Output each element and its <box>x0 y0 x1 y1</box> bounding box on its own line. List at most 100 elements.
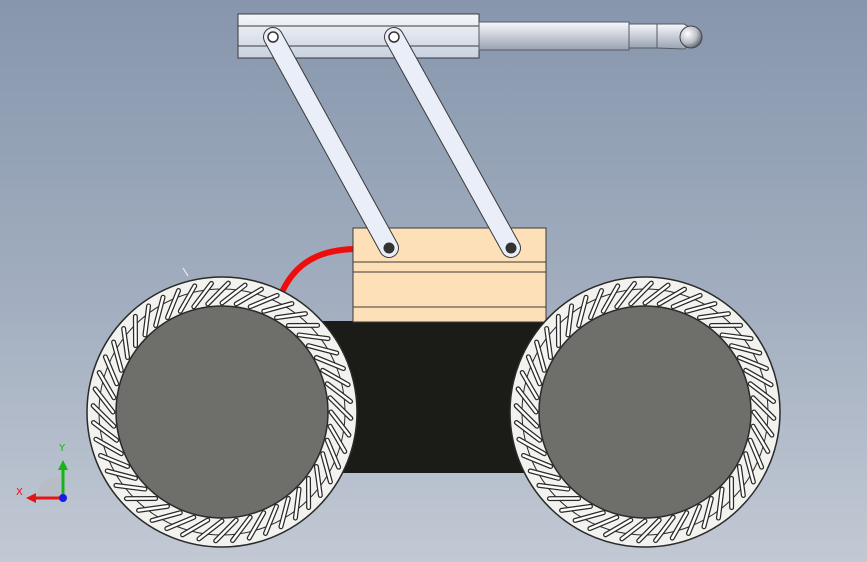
tread-slot-highlight <box>620 519 647 541</box>
triad-x-label: X <box>16 487 23 498</box>
tread-slot-highlight <box>264 505 278 535</box>
tread-slot-highlight <box>588 516 619 530</box>
red-cable[interactable] <box>279 246 357 295</box>
tread-slot-highlight <box>166 289 180 319</box>
tread-slot-highlight <box>104 355 118 386</box>
tread-slot-highlight <box>717 487 724 520</box>
tread-slot-highlight <box>751 424 770 453</box>
tread-slot-highlight <box>573 511 605 522</box>
tread-slot-highlight <box>602 284 620 313</box>
wheel-left[interactable] <box>86 276 358 548</box>
origin-marker <box>182 267 189 277</box>
tread-slot-highlight <box>527 355 541 386</box>
tread-slot-highlight <box>328 424 347 453</box>
tread-slot-highlight <box>137 505 169 512</box>
tread-slot-highlight <box>671 294 702 308</box>
tread-slot-highlight <box>720 333 753 340</box>
tread-slot-highlight <box>112 340 123 372</box>
tread-slot-highlight <box>214 518 238 543</box>
tread-slot-highlight <box>179 284 197 313</box>
tread-slot-highlight <box>657 287 686 306</box>
tread-slot-highlight <box>685 302 717 313</box>
tread-slot-highlight <box>514 404 539 428</box>
tread-slot-highlight <box>248 294 279 308</box>
tread-slot-highlight <box>326 382 352 403</box>
tread-slot-highlight <box>702 497 713 528</box>
tread-slot-highlight <box>154 296 165 327</box>
tread-slot-highlight <box>329 410 351 437</box>
tread-slot-highlight <box>687 505 701 535</box>
tread-slot-highlight <box>220 283 247 305</box>
tread-slot-highlight <box>97 371 116 400</box>
tread-slot-highlight <box>234 287 263 306</box>
tread-slot-highlight <box>192 282 213 308</box>
tread-slot-highlight <box>93 387 115 414</box>
tread-slot-highlight <box>589 289 603 319</box>
tread-slot-highlight <box>537 484 570 491</box>
tread-slot-highlight <box>529 469 560 480</box>
tread-slot-highlight <box>751 396 776 420</box>
tread-slot-highlight <box>752 410 774 437</box>
tread-slot-highlight <box>535 340 546 372</box>
tread-slot-highlight <box>326 438 340 469</box>
tread-slot-highlight <box>566 304 573 337</box>
tread-slot-highlight <box>515 421 541 442</box>
tread-slot-highlight <box>321 369 350 387</box>
tread-slot-highlight <box>197 519 224 541</box>
tread-slot-highlight <box>150 511 182 522</box>
tread-slot-highlight <box>275 312 307 319</box>
tread-slot-highlight <box>744 369 773 387</box>
linkage-arm-left[interactable] <box>263 27 399 258</box>
tread-slot-highlight <box>654 516 675 542</box>
tread-slot-highlight <box>181 518 210 537</box>
tread-slot-highlight <box>749 382 775 403</box>
tread-slot-highlight <box>315 356 345 370</box>
tread-slot-highlight <box>247 511 265 540</box>
tread-slot-highlight <box>231 516 252 542</box>
linkage-arm-right[interactable] <box>384 27 521 258</box>
tread-slot-highlight <box>315 465 322 497</box>
tread-slot-highlight <box>577 296 588 327</box>
tread-slot-highlight <box>297 333 330 340</box>
actuator-rod[interactable] <box>478 21 703 51</box>
tread-slot-highlight <box>262 302 294 313</box>
tread-slot-highlight <box>615 282 636 308</box>
tread-slot-highlight <box>629 281 653 306</box>
tread-slot-highlight <box>520 371 539 400</box>
wheel-right[interactable] <box>509 276 781 548</box>
reference-triad-icon <box>26 460 68 503</box>
tread-slot-highlight <box>328 396 353 420</box>
tread-slot-highlight <box>94 437 123 455</box>
tread-slot-highlight <box>698 312 730 319</box>
tread-slot-highlight <box>92 421 118 442</box>
tread-slot-highlight <box>307 344 338 355</box>
tread-slot-highlight <box>560 505 592 512</box>
tread-slot-highlight <box>670 511 688 540</box>
tread-slot-highlight <box>643 283 670 305</box>
tread-slot-highlight <box>122 327 129 359</box>
tread-slot-highlight <box>114 484 147 491</box>
tread-slot-highlight <box>604 518 633 537</box>
tread-slot-highlight <box>738 465 745 497</box>
tread-slot-highlight <box>516 387 538 414</box>
tread-slot-highlight <box>206 281 230 306</box>
tread-slot-highlight <box>749 438 763 469</box>
tread-slot-highlight <box>730 344 761 355</box>
tread-slot-highlight <box>545 327 552 359</box>
tread-slot-highlight <box>744 452 755 484</box>
tread-slot-highlight <box>143 304 150 337</box>
tread-slot-highlight <box>517 437 546 455</box>
tread-slot-highlight <box>279 497 290 528</box>
tread-slot-highlight <box>91 404 116 428</box>
tread-slot-highlight <box>165 516 196 530</box>
tread-slot-highlight <box>106 469 137 480</box>
tread-slot-highlight <box>637 518 661 543</box>
tread-slot-highlight <box>99 454 129 468</box>
tread-slot-highlight <box>522 454 552 468</box>
tread-slot-highlight <box>294 487 301 520</box>
triad-y-label: Y <box>59 443 66 454</box>
tread-slot-highlight <box>321 452 332 484</box>
tread-slot-highlight <box>738 356 768 370</box>
